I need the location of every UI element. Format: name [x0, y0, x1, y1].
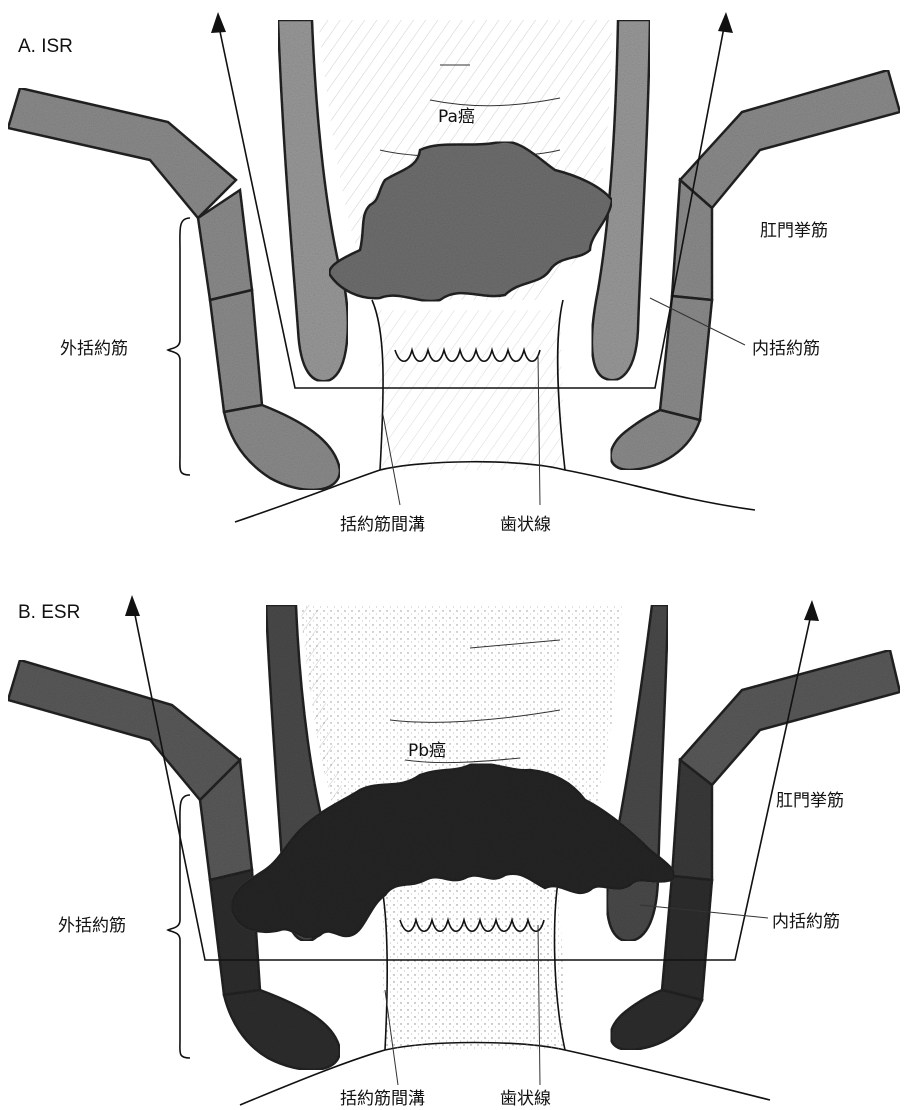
tumor-label-a: Pa癌: [438, 107, 475, 127]
panel-b-title: B. ESR: [18, 602, 80, 623]
anal-canal-a: [372, 300, 565, 470]
internal-sphincter-label-a: 内括約筋: [752, 339, 820, 359]
groove-label-b: 括約筋間溝: [340, 1089, 425, 1109]
internal-sphincter-label-b: 内括約筋: [772, 912, 840, 932]
levator-label-a: 肛門挙筋: [760, 221, 828, 241]
panel-b: B. ESR: [8, 595, 900, 1109]
levator-label-b: 肛門挙筋: [776, 791, 844, 811]
external-sphincter-label-b: 外括約筋: [58, 916, 126, 936]
external-sphincter-label-a: 外括約筋: [60, 339, 128, 359]
dentate-label-a: 歯状線: [500, 515, 551, 535]
arrow-up-icon: [804, 600, 819, 621]
arrow-up-icon: [125, 595, 140, 616]
panel-a-title: A. ISR: [18, 36, 73, 57]
external-sphincter-brace-a: [168, 218, 190, 475]
external-sphincter-right-a: [611, 70, 900, 470]
arrow-up-icon: [211, 12, 226, 33]
dentate-label-b: 歯状線: [500, 1089, 551, 1109]
arrow-up-icon: [718, 12, 733, 33]
tumor-label-b: Pb癌: [408, 741, 446, 761]
panel-a: A. ISR: [8, 12, 900, 535]
groove-label-a: 括約筋間溝: [340, 515, 425, 535]
